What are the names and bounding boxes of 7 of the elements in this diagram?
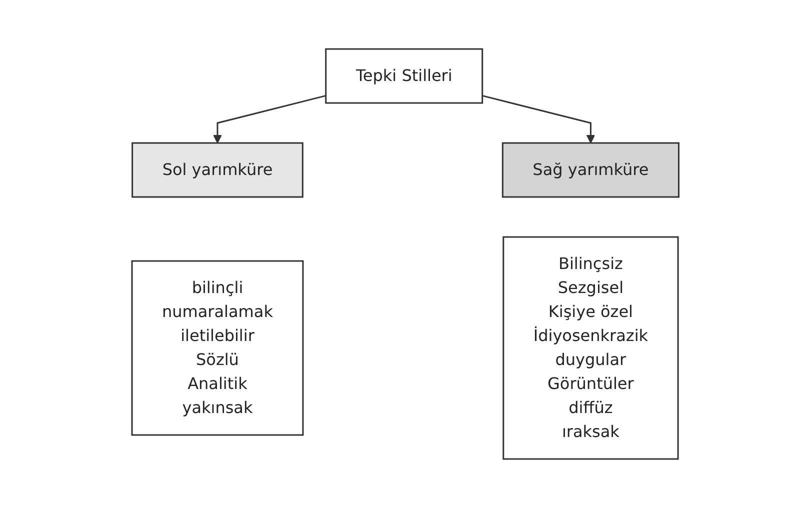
node-box: bilinçli numaralamak iletilebilir Sözlü Analitik yakınsak (131, 260, 304, 436)
node-box: Sol yarımküre (132, 142, 304, 198)
node-box: Sağ yarımküre (502, 142, 680, 198)
arrow (482, 94, 596, 144)
node-box: Tepki Stilleri (325, 48, 484, 104)
node-box: Bilinçsiz Sezgisel Kişiye özel İdiyosenkrazik duygular Görüntüler diffüz ıraksak (502, 236, 679, 460)
arrow (213, 94, 326, 144)
